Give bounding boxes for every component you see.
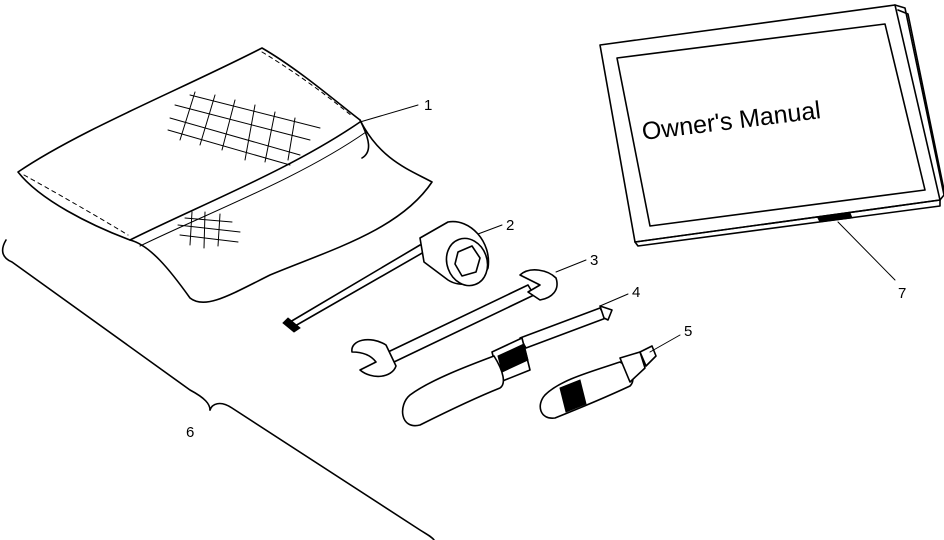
leader-lines [359,104,896,353]
callout-4: 4 [632,284,640,301]
spark-plug-tool [539,345,657,419]
callout-7: 7 [898,285,906,302]
callout-3: 3 [590,252,598,269]
screwdriver [401,305,613,427]
callout-1: 1 [424,97,432,114]
socket-wrench [282,220,490,333]
hatch-pattern-bottom [177,211,241,249]
callout-6: 6 [186,424,194,441]
open-end-wrench [351,269,558,378]
tool-pouch [17,47,433,303]
callout-2: 2 [506,217,514,234]
owners-manual: Owner's Manual [599,4,944,247]
callout-5: 5 [684,323,692,340]
hatch-pattern-top [167,91,321,166]
kit-bracket [1,239,435,540]
